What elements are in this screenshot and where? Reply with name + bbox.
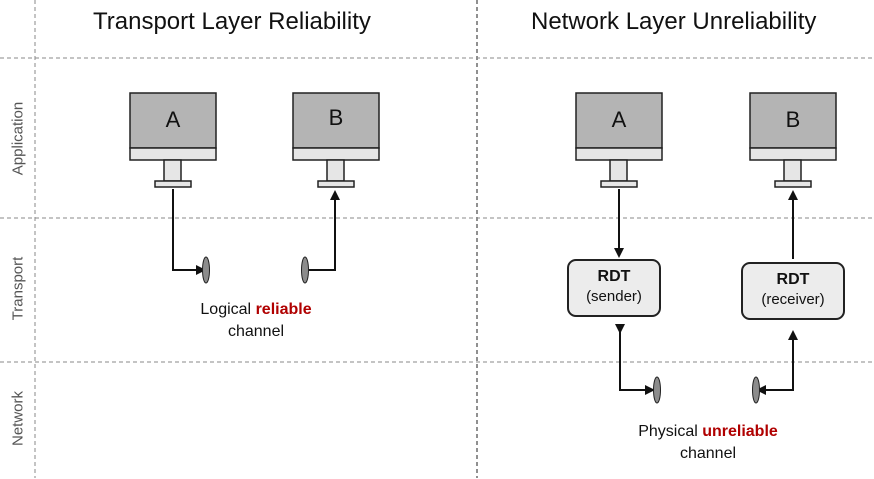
layer-label-application: Application [9, 101, 27, 176]
left-host-b-computer [292, 92, 380, 188]
left-caption-highlight: reliable [255, 301, 312, 318]
right-caption-highlight: unreliable [702, 423, 778, 440]
rdt-receiver-box: RDT (receiver) [741, 262, 845, 320]
right-caption-line-1: Physical unreliable [608, 421, 808, 443]
left-caption-prefix: Logical [200, 301, 256, 318]
left-caption-line-1: Logical reliable [156, 299, 356, 321]
left-channel-caption: Logical reliable channel [156, 299, 356, 343]
left-host-a-label: A [165, 107, 181, 132]
right-host-a-label: A [611, 107, 627, 132]
right-pipe-end-a [653, 376, 661, 404]
layer-label-network: Network [9, 391, 27, 447]
right-pipe-end-b [752, 376, 760, 404]
rdt-receiver-title: RDT [776, 271, 810, 288]
left-pipe-end-b [301, 256, 309, 284]
right-host-b-label: B [785, 107, 801, 132]
right-channel-to-receiver-arrow [756, 330, 798, 395]
left-host-b-label: B [328, 105, 344, 130]
left-send-arrow [172, 189, 206, 275]
layer-label-transport: Transport [9, 256, 27, 321]
left-panel-title: Transport Layer Reliability [93, 8, 371, 35]
right-host-b-computer [749, 92, 837, 188]
left-caption-suffix: channel [227, 323, 285, 340]
right-caption-suffix: channel [679, 445, 737, 462]
rdt-sender-box: RDT (sender) [567, 259, 661, 317]
right-host-a-computer [575, 92, 663, 188]
right-sender-to-channel-arrow [615, 324, 655, 395]
rdt-sender-subtitle: (sender) [586, 288, 642, 305]
rdt-receiver-subtitle: (receiver) [761, 291, 825, 308]
left-receive-arrow [305, 190, 340, 271]
right-panel-title: Network Layer Unreliability [531, 8, 817, 35]
right-caption-prefix: Physical [638, 423, 703, 440]
rdt-sender-title: RDT [597, 268, 631, 285]
right-channel-caption: Physical unreliable channel [608, 421, 808, 465]
left-host-a-computer [129, 92, 217, 188]
left-pipe-end-a [202, 256, 210, 284]
